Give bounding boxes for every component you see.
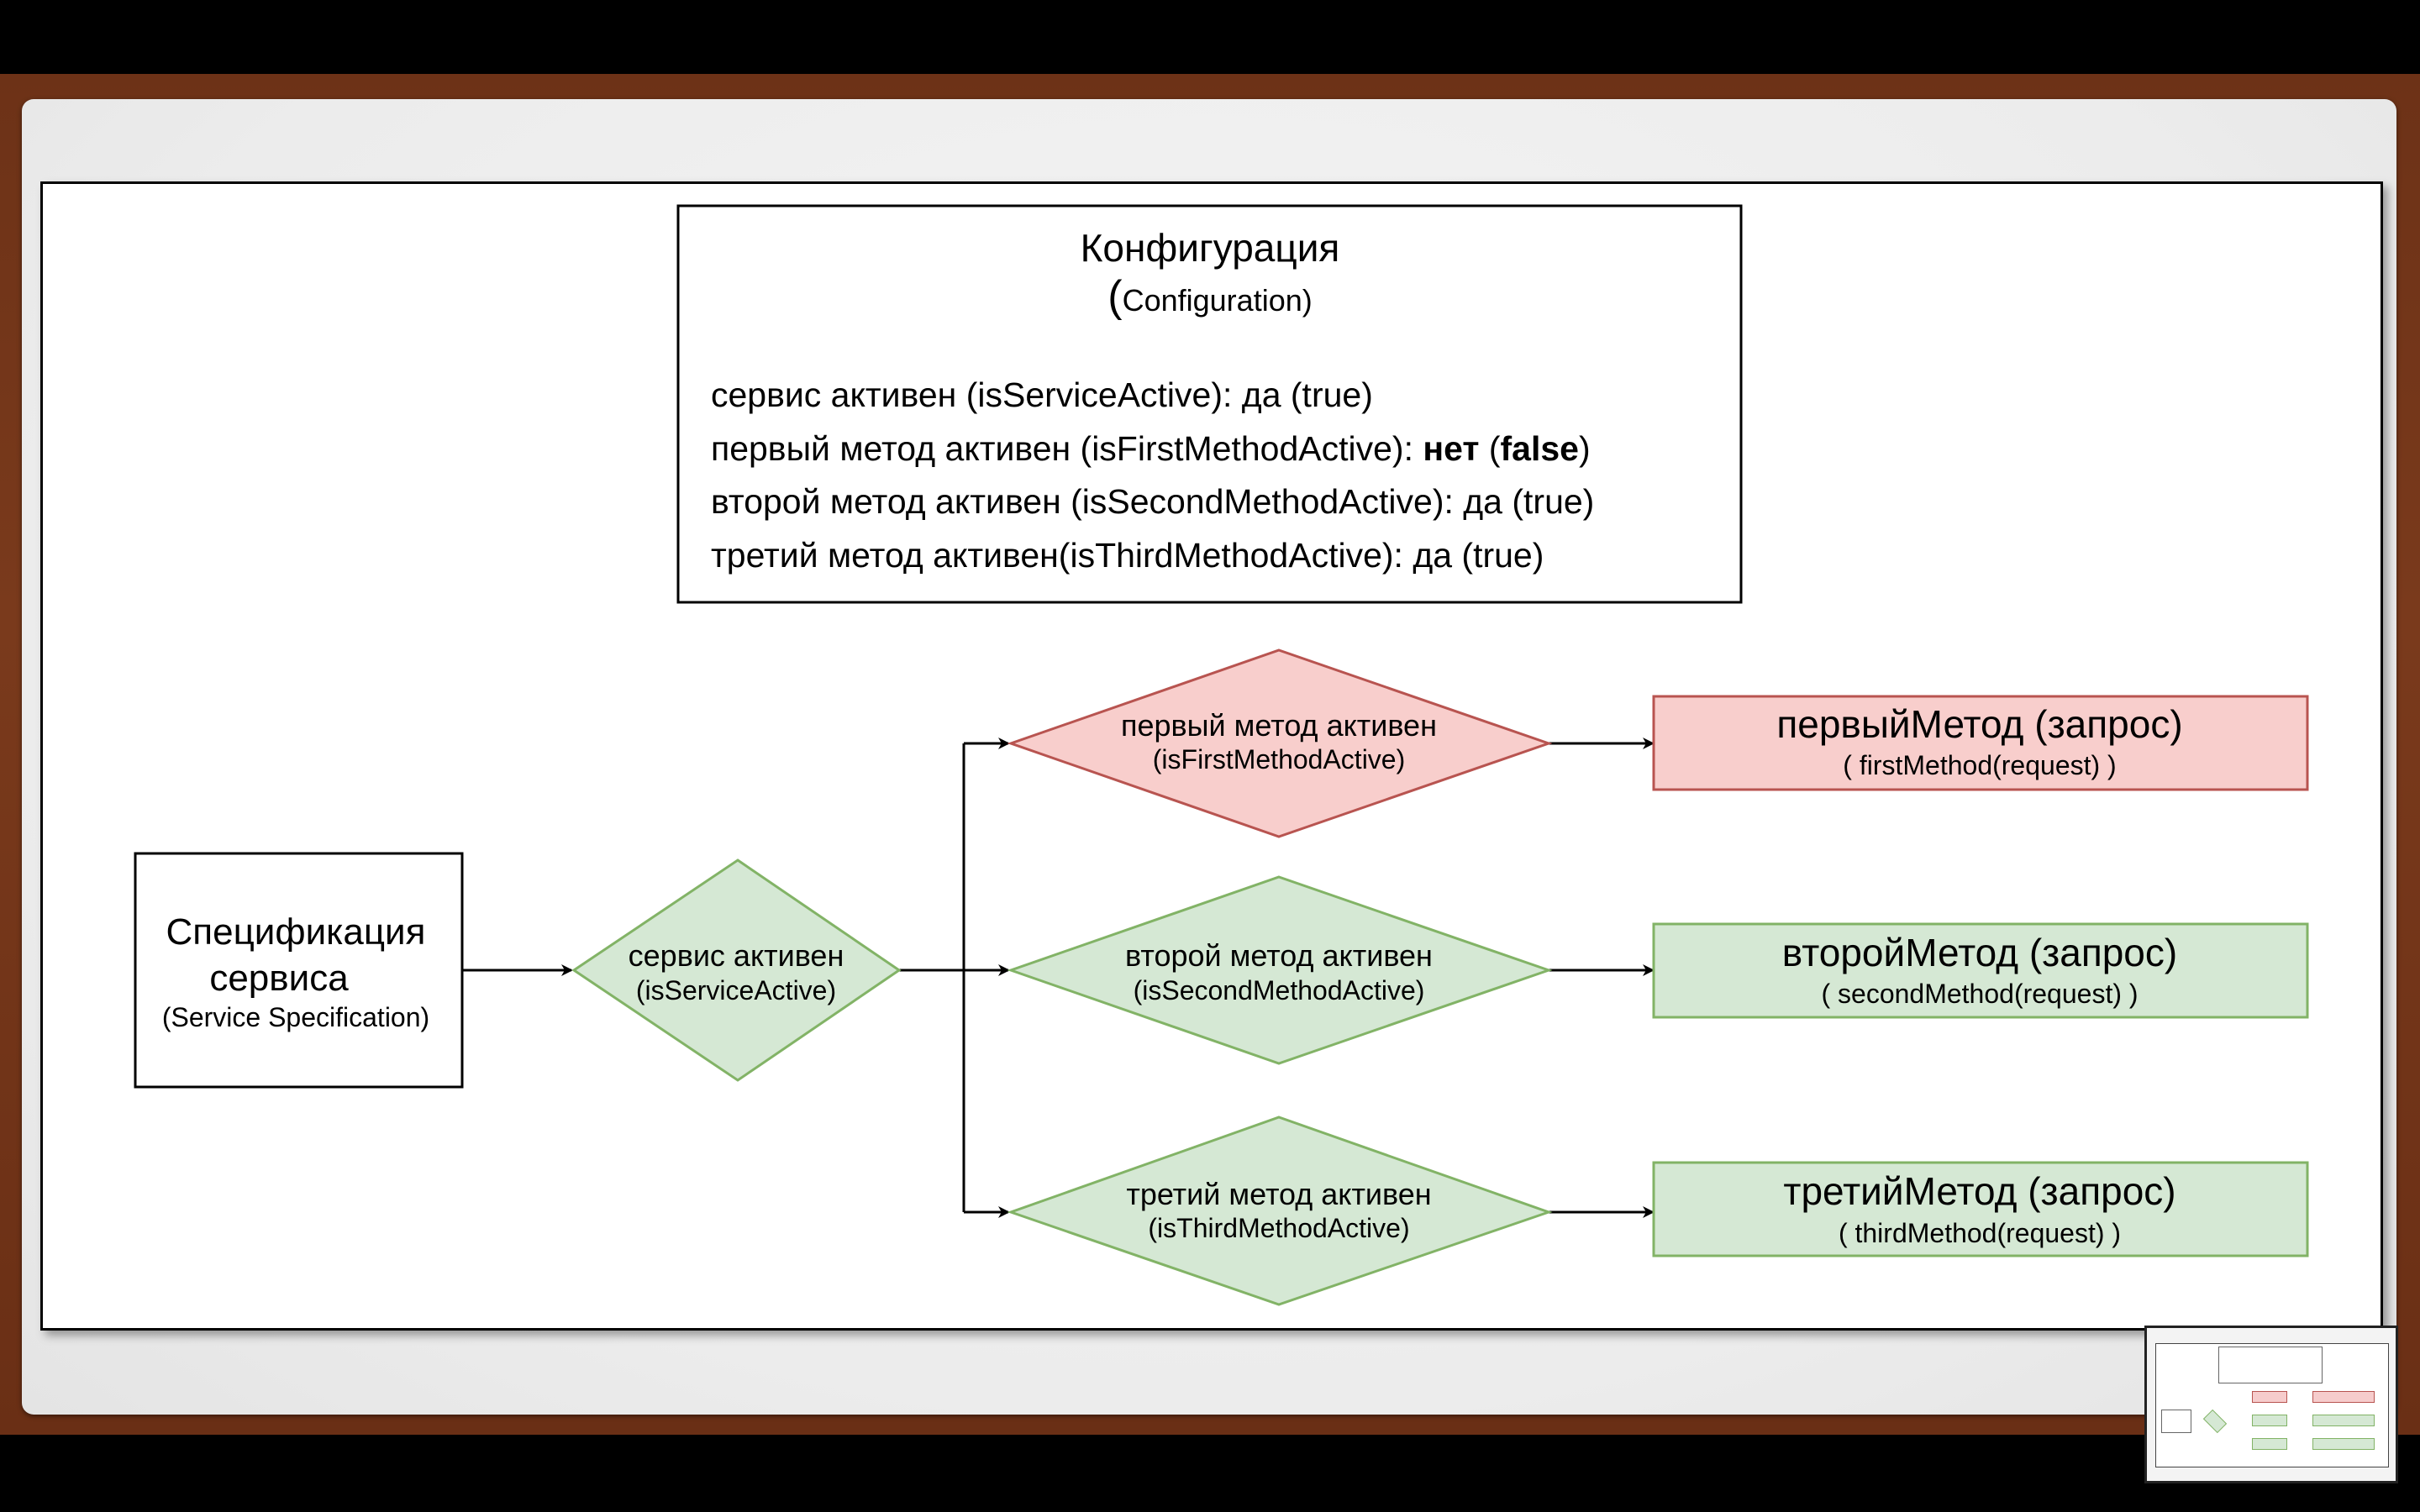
first-decision-line-1: первый метод активен [1121,708,1437,743]
thumbnail-config-box [2218,1347,2323,1383]
spec-line-1: Спецификация [166,911,426,953]
spec-line-3: (Service Specification) [162,1002,429,1032]
first-method-title: первыйМетод (запрос) [1776,702,2182,746]
config-title: Конфигурация [1081,226,1340,270]
third-decision-line-1: третий метод активен [1126,1177,1431,1211]
config-subtitle: (Configuration) [1107,272,1312,321]
first-method-box: первыйМетод (запрос) ( firstMethod(reque… [1652,695,2309,791]
second-method-sub: ( secondMethod(request) ) [1821,979,2138,1009]
service-active-decision: сервис активен (isServiceActive) [571,858,902,1082]
configuration-box: Конфигурация (Configuration) сервис акти… [676,204,1743,604]
third-method-sub: ( thirdMethod(request) ) [1839,1218,2121,1248]
thumbnail-second-method [2312,1415,2375,1426]
service-decision-line-1: сервис активен [629,938,844,973]
spec-line-2: сервиса [209,958,349,999]
first-decision-line-2: (isFirstMethodActive) [1153,744,1406,774]
connectors [462,738,1655,1218]
first-method-sub: ( firstMethod(request) ) [1843,750,2116,780]
thumbnail-third-decision [2252,1438,2287,1450]
second-method-title: второйМетод (запрос) [1782,931,2177,974]
third-method-box: третийМетод (запрос) ( thirdMethod(reque… [1652,1161,2309,1257]
service-decision-diamond [571,858,902,1082]
thumbnail-first-decision [2252,1391,2287,1403]
thumbnail-third-method [2312,1438,2375,1450]
second-decision-line-1: второй метод активен [1125,938,1433,973]
service-specification-box: Спецификация сервиса (Service Specificat… [134,852,464,1089]
first-method-rect [1652,695,2309,791]
slide-thumbnail[interactable] [2144,1326,2398,1483]
config-line-second-method: второй метод активен (isSecondMethodActi… [711,482,1594,521]
thumbnail-service-node [2202,1409,2228,1434]
service-decision-line-2: (isServiceActive) [636,975,836,1005]
config-line-first-method: первый метод активен (isFirstMethodActiv… [711,429,1591,468]
second-method-box: второйМетод (запрос) ( secondMethod(requ… [1652,922,2309,1019]
thumbnail-first-method [2312,1391,2375,1403]
third-decision-diamond [1007,1116,1553,1306]
config-line-service: сервис активен (isServiceActive): да (tr… [711,375,1373,414]
third-method-rect [1652,1161,2309,1257]
first-decision-diamond [1007,648,1553,838]
second-decision-diamond [1007,875,1553,1065]
third-decision-line-2: (isThirdMethodActive) [1148,1213,1409,1243]
config-line-third-method: третий метод активен(isThirdMethodActive… [711,536,1544,575]
second-method-decision: второй метод активен (isSecondMethodActi… [1007,875,1553,1065]
thumbnail-second-decision [2252,1415,2287,1426]
thumbnail-canvas [2155,1343,2389,1467]
second-decision-line-2: (isSecondMethodActive) [1134,975,1425,1005]
third-method-title: третийМетод (запрос) [1783,1169,2175,1213]
thumbnail-spec-box [2161,1410,2191,1433]
first-method-decision: первый метод активен (isFirstMethodActiv… [1007,648,1553,838]
third-method-decision: третий метод активен (isThirdMethodActiv… [1007,1116,1553,1306]
second-method-rect [1652,922,2309,1019]
